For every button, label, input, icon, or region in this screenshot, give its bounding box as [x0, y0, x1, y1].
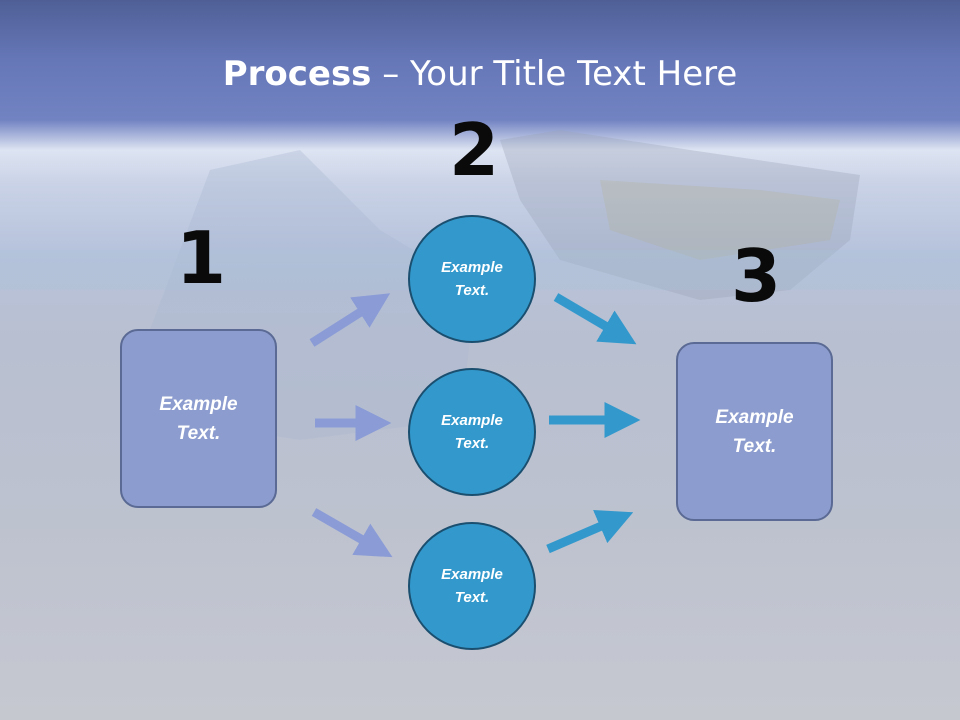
title-rest: – Your Title Text Here: [371, 54, 738, 94]
arrow-from-circle-top: [553, 293, 637, 345]
step-number-1: 1: [176, 216, 227, 300]
step-number-3: 3: [731, 234, 782, 318]
step-number-2: 2: [449, 108, 500, 192]
circle-middle: Example Text.: [408, 368, 536, 496]
left-process-box: Example Text.: [120, 329, 277, 508]
arrow-to-circle-top: [309, 293, 391, 347]
right-process-box: Example Text.: [676, 342, 833, 521]
circle-top-text: Example Text.: [441, 259, 503, 299]
arrow-from-circle-bottom: [546, 510, 634, 554]
arrow-to-circle-bottom: [311, 508, 393, 558]
title-bold: Process: [222, 54, 372, 94]
circle-top: Example Text.: [408, 215, 536, 343]
circle-bottom-text: Example Text.: [441, 566, 503, 606]
circle-bottom: Example Text.: [408, 522, 536, 650]
circle-middle-text: Example Text.: [441, 412, 503, 452]
right-box-text: Example Text.: [715, 406, 794, 457]
left-box-text: Example Text.: [159, 393, 238, 444]
slide-title: Process – Your Title Text Here: [0, 52, 960, 96]
